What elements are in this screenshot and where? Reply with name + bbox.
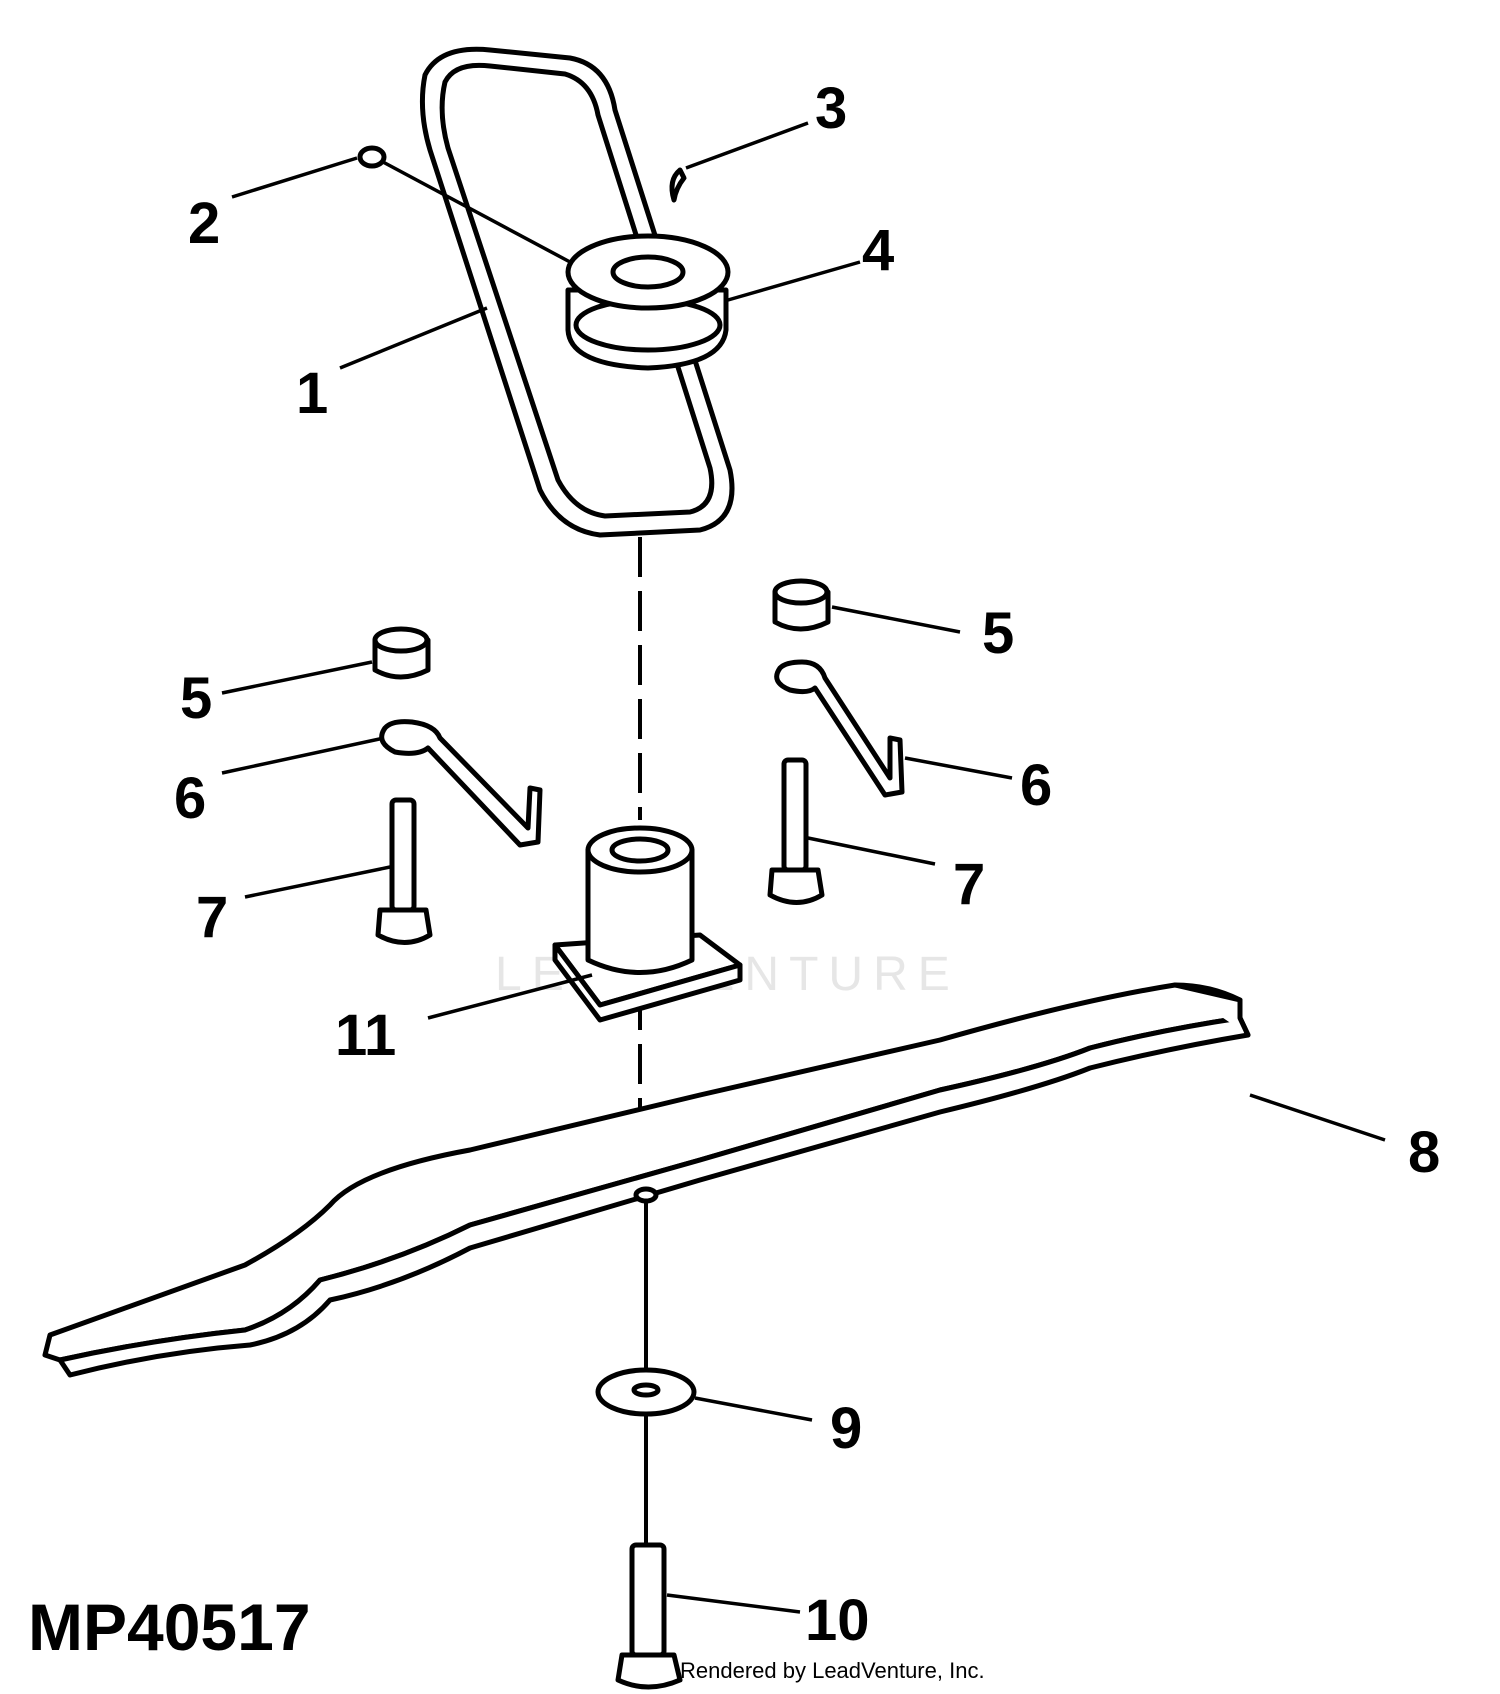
callout-5a: 5 xyxy=(180,666,212,731)
callout-6b: 6 xyxy=(1020,753,1052,818)
callout-11: 11 xyxy=(335,1003,396,1068)
callout-6a: 6 xyxy=(174,766,206,831)
spindle-housing-part xyxy=(552,825,743,1023)
callout-3: 3 xyxy=(815,76,847,141)
bracket-left-part xyxy=(379,719,543,848)
pulley-part xyxy=(565,233,731,371)
callout-2: 2 xyxy=(188,191,220,256)
key-part xyxy=(669,167,687,203)
leader-11 xyxy=(427,973,593,1020)
callout-4: 4 xyxy=(862,218,894,283)
render-credit: Rendered by LeadVenture, Inc. xyxy=(680,1658,985,1683)
blade-part xyxy=(42,982,1251,1378)
leader-1 xyxy=(339,306,488,370)
leader-6a xyxy=(221,736,385,775)
bolt-right-part xyxy=(767,757,825,905)
callout-1: 1 xyxy=(296,361,328,426)
callout-10: 10 xyxy=(805,1588,870,1653)
bolt-left-part xyxy=(375,797,433,945)
leader-8 xyxy=(1249,1093,1386,1142)
leader-4 xyxy=(727,260,861,302)
leader-7a xyxy=(244,865,391,899)
washer-part xyxy=(595,1367,697,1417)
callout-7a: 7 xyxy=(196,885,228,950)
spacer-right-part xyxy=(772,578,831,632)
callout-9: 9 xyxy=(830,1396,862,1461)
leader-7b xyxy=(807,836,936,866)
leader-10 xyxy=(666,1593,801,1614)
blade-bolt-part xyxy=(615,1542,683,1690)
pin-part xyxy=(357,145,387,169)
bracket-right-part xyxy=(774,659,905,798)
leader-6b xyxy=(904,756,1013,780)
leader-5b xyxy=(831,605,961,634)
leader-2b xyxy=(382,160,571,264)
leader-5a xyxy=(221,660,373,695)
leader-2 xyxy=(231,156,358,199)
leader-3 xyxy=(685,121,809,170)
callout-5b: 5 xyxy=(982,601,1014,666)
leader-9 xyxy=(694,1396,813,1422)
callout-8: 8 xyxy=(1408,1120,1440,1185)
callout-7b: 7 xyxy=(953,852,985,917)
figure-id: MP40517 xyxy=(28,1590,311,1664)
spacer-left-part xyxy=(372,626,431,680)
